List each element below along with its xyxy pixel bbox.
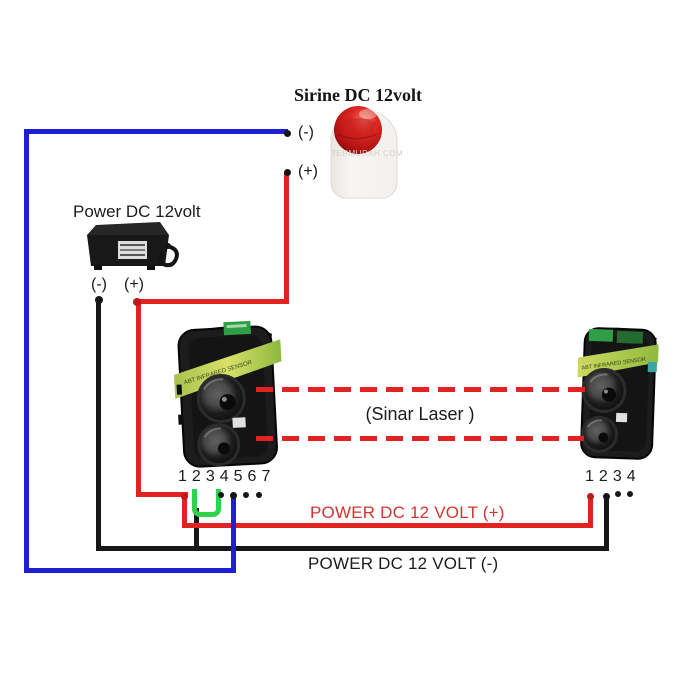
terminal-number: 2: [191, 468, 201, 485]
right-sensor-image: ABT INFRARED SENSOR: [577, 327, 659, 460]
terminal-number: 7: [261, 468, 271, 485]
power-pos-label: (+): [124, 276, 144, 293]
terminal-number: 1: [178, 468, 187, 485]
blue-wire-top-horizontal: [24, 129, 288, 134]
terminal-number: 2: [598, 468, 608, 485]
siren-neg-label: (-): [298, 124, 314, 141]
siren-pos-label: (+): [298, 163, 318, 180]
sensor-white-label: [232, 417, 246, 428]
blue-wire-left-vertical: [24, 129, 29, 573]
red-wire-siren-vertical: [284, 172, 289, 302]
blue-wire-bottom-horizontal: [24, 568, 236, 573]
power-neg-label: (-): [91, 276, 107, 293]
terminal-number: 6: [247, 468, 257, 485]
left-sensor-image: ABT INFRARED SENSOR: [174, 320, 282, 468]
left-terminal-1-dot: [181, 493, 188, 500]
terminal-number: 4: [626, 468, 636, 485]
laser-beam-top: [256, 387, 586, 392]
red-wire-terminal1-horizontal: [136, 492, 188, 497]
terminal-number: 5: [233, 468, 243, 485]
blue-wire-terminal5-vertical: [231, 496, 236, 573]
red-wire-terminal1-drop: [182, 492, 187, 528]
sensor-green-sticker: [588, 328, 614, 342]
sensor-white-label: [615, 412, 628, 423]
left-sensor-terminal-numbers: 1 2 3 4 5 6 7: [178, 468, 270, 486]
sensor-label-band: [174, 339, 282, 399]
left-terminal-7-dot: [256, 492, 262, 498]
terminal-number: 3: [612, 468, 622, 485]
laser-beam-bottom: [256, 436, 584, 441]
siren-watermark: TERMURAH.COM: [331, 149, 404, 158]
terminal-number: 1: [585, 468, 594, 485]
black-wire-bottom-bus: [96, 546, 609, 551]
terminal-number: 4: [219, 468, 229, 485]
green-jumper-wire: [192, 489, 221, 517]
adapter-top-face: [87, 222, 169, 235]
sensor-side-chip: [647, 361, 658, 373]
siren-device-image: [330, 106, 398, 199]
red-wire-bottom-bus: [182, 523, 593, 528]
adapter-cable: [157, 244, 179, 268]
right-sensor-terminal-numbers: 1 2 3 4: [585, 468, 636, 486]
laser-beam-label: (Sinar Laser ): [365, 404, 475, 424]
left-terminal-4-dot: [218, 492, 224, 498]
siren-title: Sirine DC 12volt: [294, 85, 422, 105]
siren-pos-terminal-dot: [284, 169, 291, 176]
siren-neg-terminal-dot: [284, 130, 291, 137]
right-terminal-4-dot: [627, 491, 633, 497]
left-terminal-6-dot: [243, 492, 249, 498]
terminal-number: 3: [205, 468, 215, 485]
red-wire-top-horizontal: [136, 299, 289, 304]
right-terminal-3-dot: [615, 491, 621, 497]
red-wire-right-vertical: [588, 495, 593, 528]
negative-bus-label: POWER DC 12 VOLT (-): [308, 554, 499, 573]
positive-bus-label: POWER DC 12 VOLT (+): [310, 503, 505, 522]
power-neg-terminal-dot: [95, 296, 103, 304]
sensor-lens-bottom: [197, 423, 241, 467]
power-adapter-image: [87, 222, 179, 270]
left-terminal-5-dot: [230, 492, 237, 499]
right-terminal-1-dot: [587, 493, 594, 500]
power-pos-terminal-dot: [133, 298, 141, 306]
black-wire-power-vertical: [96, 300, 101, 550]
black-wire-right-vertical: [604, 495, 609, 551]
red-wire-power-vertical: [136, 299, 141, 495]
power-title: Power DC 12volt: [73, 202, 201, 221]
right-terminal-2-dot: [603, 493, 610, 500]
black-wire-jumper-drop: [194, 508, 199, 551]
